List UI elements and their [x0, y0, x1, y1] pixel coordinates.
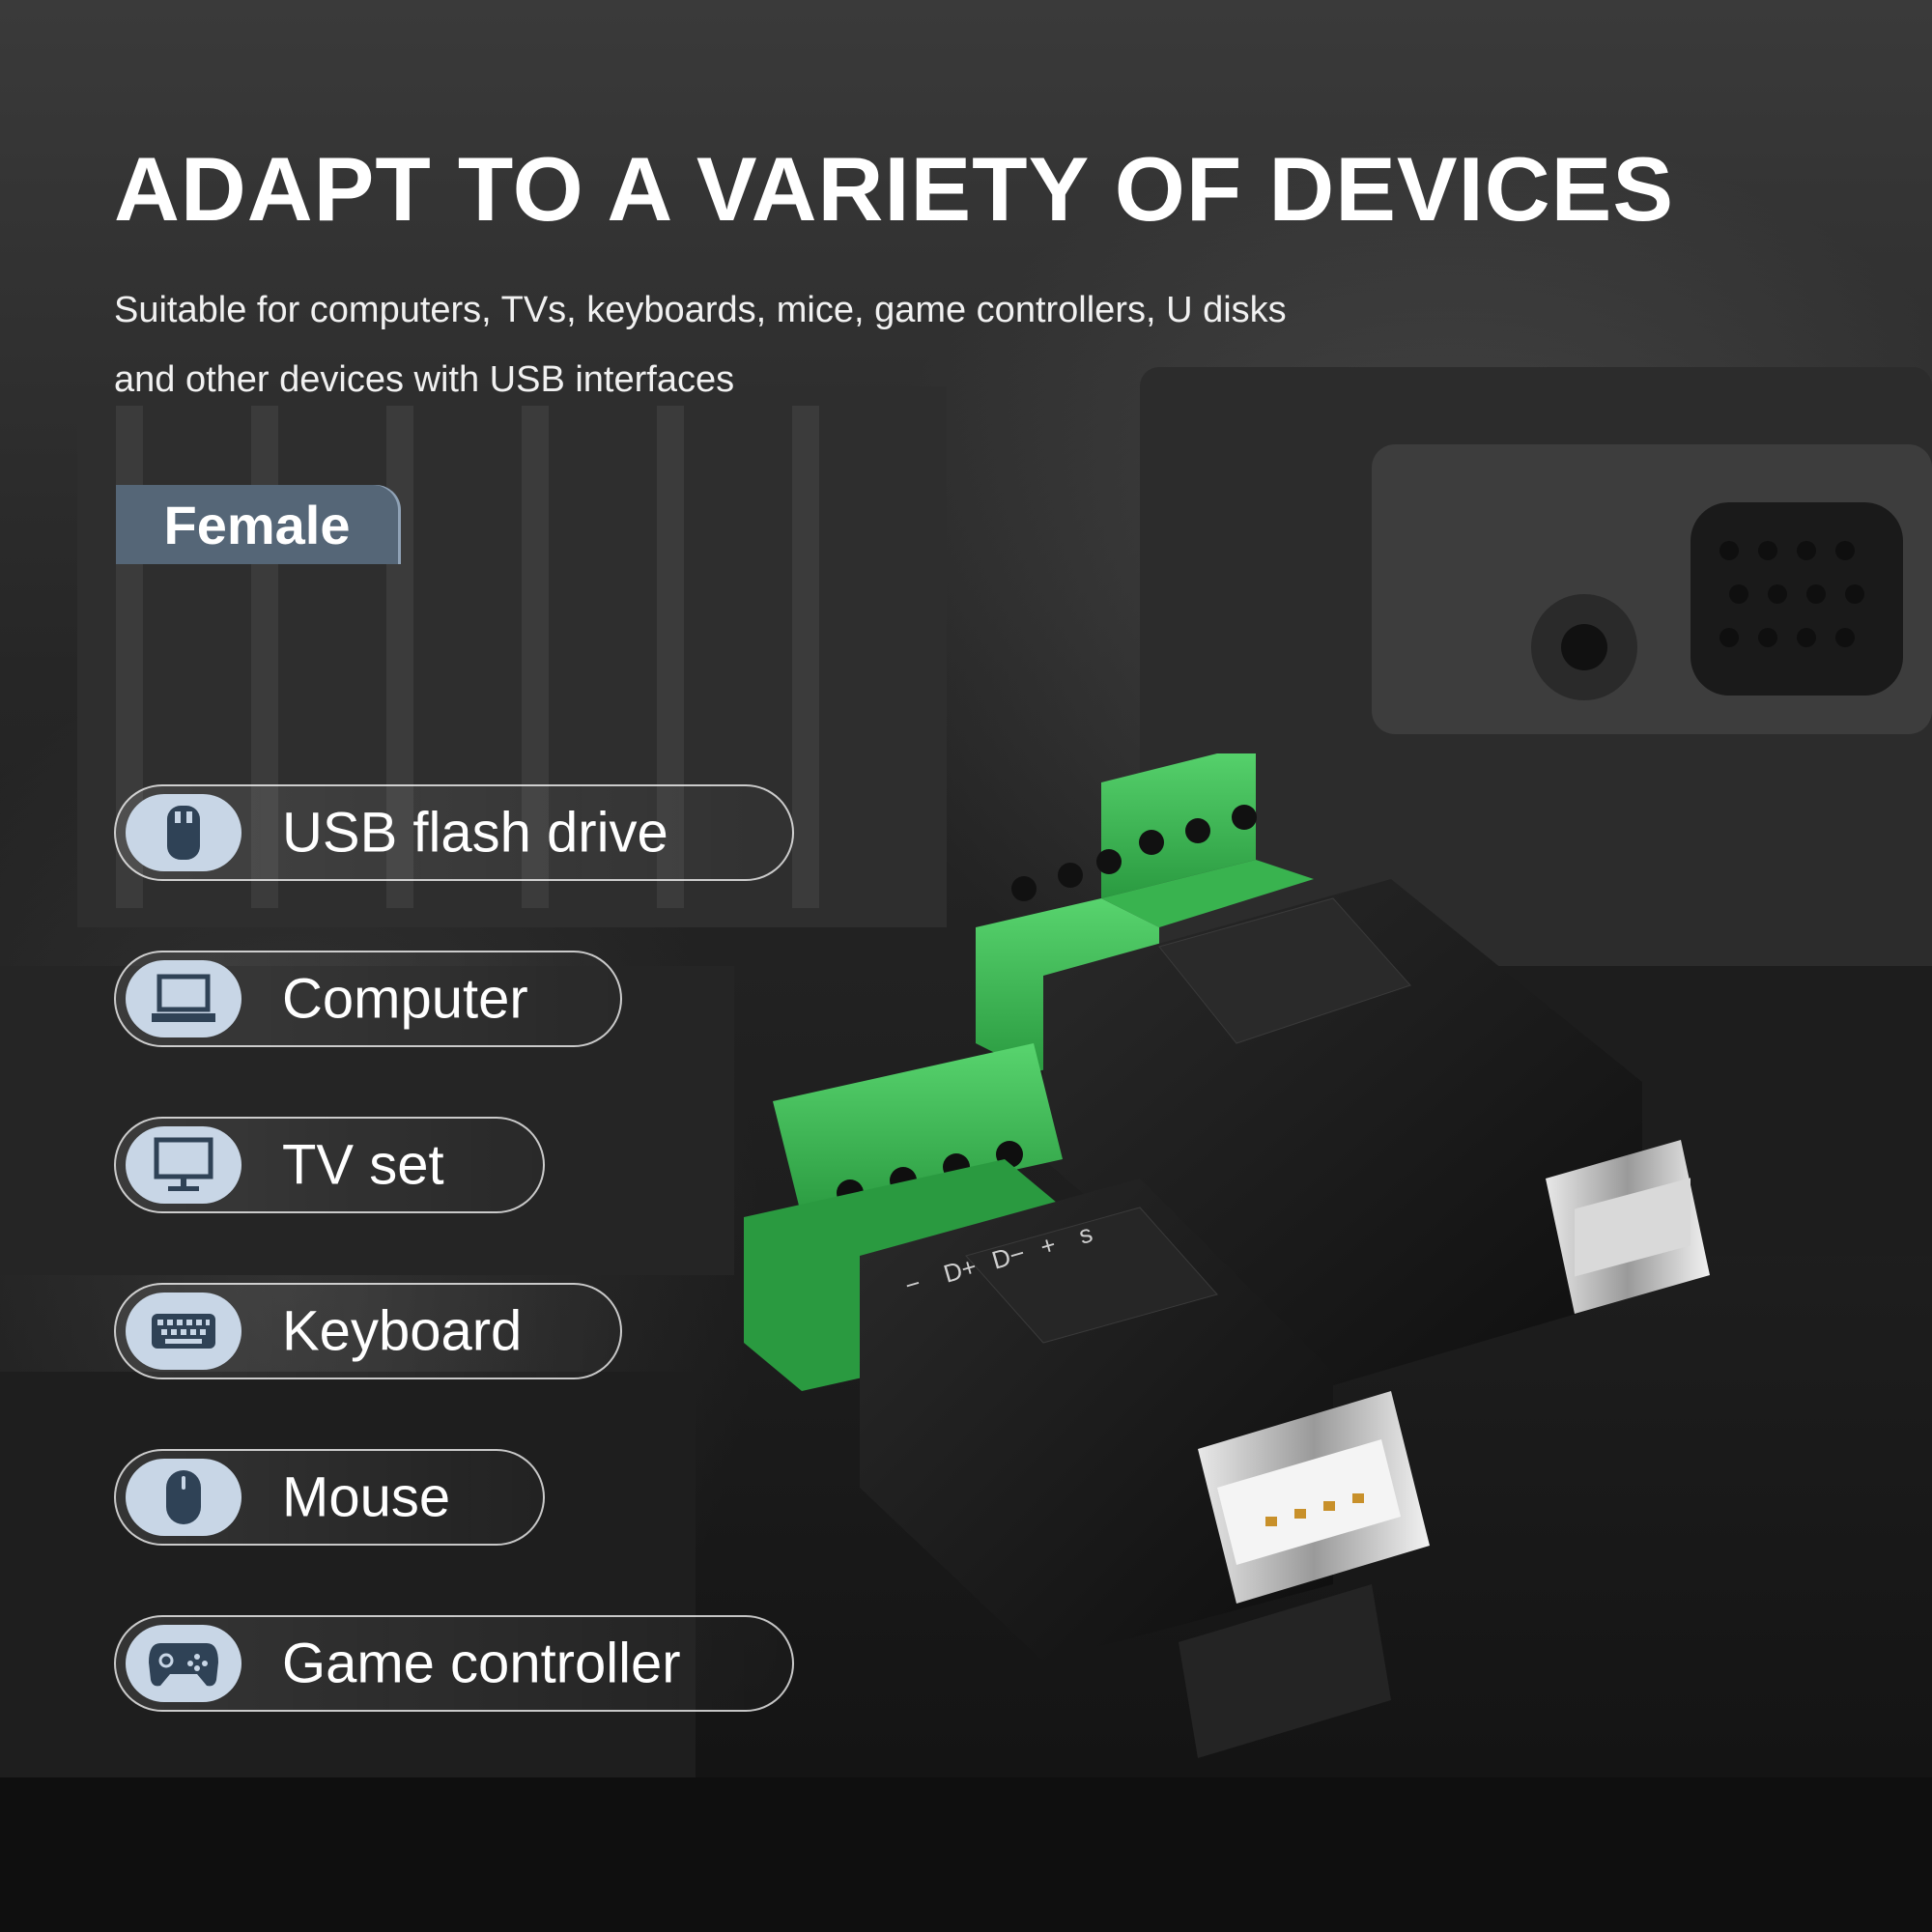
headline: ADAPT TO A VARIETY OF DEVICES: [114, 138, 1675, 240]
subtitle-line-2: and other devices with USB interfaces: [114, 359, 735, 400]
adapter-back: [976, 753, 1710, 1391]
device-item-keyboard: Keyboard: [114, 1283, 622, 1379]
mouse-icon: [126, 1459, 242, 1536]
device-label: Mouse: [282, 1465, 451, 1529]
device-item-tv-set: TV set: [114, 1117, 545, 1213]
monitor-icon: [126, 1126, 242, 1204]
device-label: USB flash drive: [282, 801, 668, 865]
subtitle: Suitable for computers, TVs, keyboards, …: [114, 275, 1447, 414]
laptop-icon: [126, 960, 242, 1037]
device-item-usb-flash-drive: USB flash drive: [114, 784, 794, 881]
subtitle-line-1: Suitable for computers, TVs, keyboards, …: [114, 290, 1287, 330]
gamepad-icon: [126, 1625, 242, 1702]
device-label: TV set: [282, 1133, 444, 1197]
device-item-game-controller: Game controller: [114, 1615, 794, 1712]
device-item-computer: Computer: [114, 951, 622, 1047]
usb-terminal-adapters: − D+ D− + s: [744, 753, 1710, 1758]
device-label: Game controller: [282, 1632, 681, 1695]
usb-flash-drive-icon: [126, 794, 242, 871]
female-tag: Female: [116, 485, 398, 564]
keyboard-icon: [126, 1293, 242, 1370]
device-label: Computer: [282, 967, 528, 1031]
device-label: Keyboard: [282, 1299, 523, 1363]
adapter-front: − D+ D− + s: [744, 1043, 1430, 1758]
device-item-mouse: Mouse: [114, 1449, 545, 1546]
